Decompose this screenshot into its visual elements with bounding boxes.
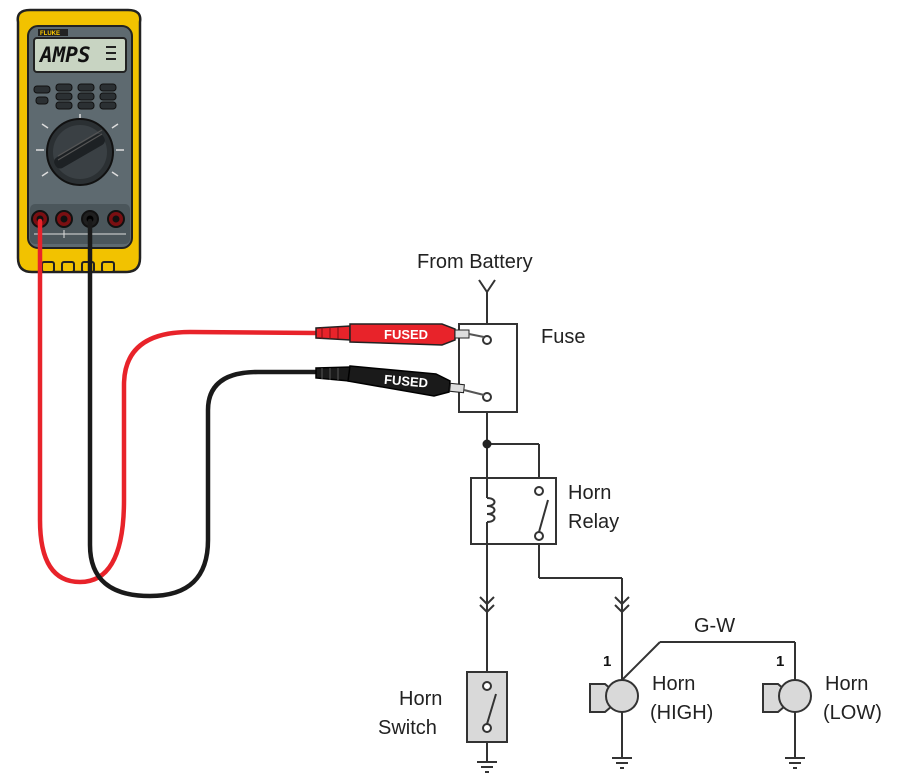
connector-symbol [479,596,495,614]
ground-symbol [785,757,805,769]
horn-high-label-line1: Horn [652,673,695,695]
horn-low [762,679,812,713]
meter-display-text: AMPS [38,43,91,67]
ground-symbol [477,761,497,773]
fuse-label: Fuse [541,326,585,348]
horn-switch-label-line1: Horn [399,688,442,710]
horn-high [589,679,639,713]
junction-dot [482,439,492,449]
multimeter: FLUKE AMPS [16,8,142,274]
horn-low-pin-label: 1 [776,653,784,670]
fuse-block [458,323,518,413]
horn-low-label-line1: Horn [825,673,868,695]
circuit-wiring [486,292,796,762]
meter-brand: FLUKE [40,31,60,37]
from-battery-label: From Battery [417,251,533,273]
horn-relay [470,477,557,545]
connector-symbol [614,596,630,614]
wire-color-label: G-W [694,615,735,637]
red-test-lead [37,218,319,585]
horn-low-label-line2: (LOW) [823,702,882,724]
meter-buttons[interactable] [33,83,117,110]
black-probe-label: FUSED [383,372,428,391]
black-probe: FUSED [315,365,485,397]
battery-terminal-symbol [478,279,496,293]
horn-switch[interactable] [466,671,508,743]
horn-switch-label-line2: Switch [378,717,437,739]
horn-high-label-line2: (HIGH) [650,702,713,724]
ground-symbol [612,757,632,769]
red-probe: FUSED [315,323,485,346]
black-test-lead [87,218,319,599]
red-probe-label: FUSED [384,327,428,342]
horn-relay-label-line1: Horn [568,482,611,504]
meter-display [33,37,127,73]
horn-relay-label-line2: Relay [568,511,619,533]
horn-high-pin-label: 1 [603,653,611,670]
